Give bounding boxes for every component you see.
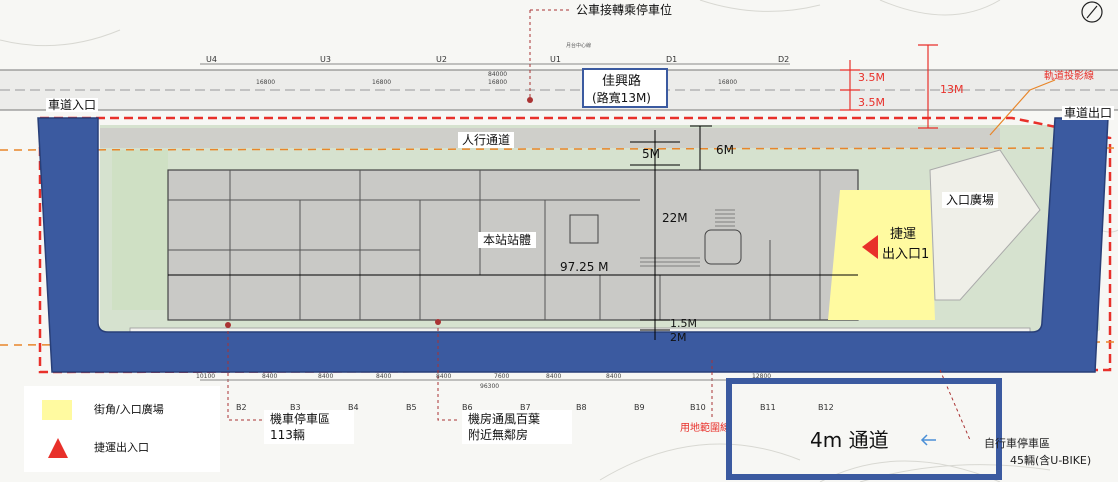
track-projection-line-top [0, 147, 1118, 151]
station-body-label: 本站站體 [478, 232, 537, 248]
land-boundary-line [38, 116, 1112, 374]
dim-number-top: 84000 [488, 71, 508, 78]
walkway-label: 人行通道 [458, 132, 515, 148]
mrt-exit-label-2: 出入口1 [882, 247, 930, 262]
dim-number-bottom: 8400 [436, 373, 452, 380]
driveway-ramp [37, 117, 1109, 373]
dim-number-bottom: 8400 [546, 373, 562, 380]
grid-label-b4: B4 [348, 403, 359, 412]
track-projection-leader [989, 79, 1056, 136]
escalator-core [704, 229, 742, 265]
passage-label: 4m 通道 [810, 428, 889, 452]
dim-walkway-5m: 5M [642, 147, 660, 161]
ventilation-note: 附近無鄰房 [468, 428, 529, 442]
vent-callout-dot [435, 319, 441, 325]
scooter-parking-count: 113輛 [270, 428, 305, 442]
legend: 街角/入口廣場 捷運出入口 [24, 386, 220, 472]
grid-label-u2: U2 [436, 55, 447, 64]
stair-hatch [640, 209, 735, 267]
entrance-plaza-label: 入口廣場 [942, 192, 999, 208]
dim-station-depth-22m: 22M [662, 211, 688, 225]
grid-label-d1: D1 [666, 55, 678, 64]
dim-number-bottom: 8400 [606, 373, 622, 380]
passage-highlight-box: 4m 通道 [726, 378, 1002, 480]
ventilation-label: 機房通風百葉 [468, 412, 541, 426]
legend-mrt-entrance-label: 捷運出入口 [94, 441, 149, 454]
grid-label-b8: B8 [576, 403, 587, 412]
shaft-box [569, 214, 599, 244]
road-name-box: 佳興路 (路寬13M) [582, 68, 668, 108]
grid-label-b11: B11 [760, 403, 776, 412]
grid-label-b10: B10 [690, 403, 706, 412]
grid-label-b3: B3 [290, 403, 301, 412]
grid-label-u3: U3 [320, 55, 331, 64]
driveway-entrance-label: 車道入口 [46, 98, 99, 112]
dim-station-length: 97.25 M [560, 260, 609, 274]
dim-number-top: 16800 [488, 79, 508, 86]
land-boundary-label: 用地範圍線 [680, 423, 730, 434]
dim-number-bottom: 7600 [494, 373, 510, 380]
dim-number-top: 16800 [372, 79, 392, 86]
grid-label-b5: B5 [406, 403, 417, 412]
driveway-exit-label: 車道出口 [1062, 106, 1115, 120]
grid-label-b7: B7 [520, 403, 531, 412]
road-dimension-lines [840, 44, 938, 129]
mrt-exit-marker [862, 235, 878, 259]
dim-road-total: 13M [940, 83, 964, 96]
dim-number-bottom: 8400 [376, 373, 392, 380]
road-width: (路寬13M) [592, 91, 651, 105]
scooter-parking-callout: 機車停車區 113輛 [264, 410, 354, 444]
dim-number-bottom: 12800 [752, 373, 772, 380]
grid-label-b2: B2 [236, 403, 247, 412]
entrance-plaza-area [828, 190, 935, 320]
bus-callout-dot [527, 97, 533, 103]
scooter-parking-label: 機車停車區 [270, 412, 331, 426]
dim-setback-6m: 6M [716, 143, 734, 157]
dim-road-lane-bottom: 3.5M [858, 96, 885, 109]
dim-1-5m: 1.5M [670, 317, 697, 330]
bus-transfer-label: 公車接轉乘停車位 [576, 3, 673, 17]
mrt-exit-label-1: 捷運 [890, 227, 917, 242]
legend-plaza-swatch [42, 400, 72, 420]
grid-label-d2: D2 [778, 55, 790, 64]
dim-number-bottom-total: 96300 [480, 383, 500, 390]
legend-mrt-entrance-icon [48, 438, 68, 458]
platform-center-label: 月台中心線 [566, 43, 592, 49]
green-patch-left [112, 150, 168, 310]
dim-number-bottom: 8400 [318, 373, 334, 380]
ventilation-callout: 機房通風百葉 附近無鄰房 [462, 410, 572, 444]
road-name: 佳興路 [602, 74, 642, 89]
dim-number-bottom: 10100 [196, 373, 216, 380]
grid-label-u1: U1 [550, 55, 561, 64]
north-arrow-icon [1081, 1, 1103, 23]
passage-arrow-head [920, 434, 928, 446]
legend-plaza-label: 街角/入口廣場 [94, 403, 164, 416]
bike-parking-label: 自行車停車區 [984, 437, 1050, 450]
grid-label-b6: B6 [462, 403, 473, 412]
plaza-ramp-hatch [929, 149, 1041, 301]
dim-number-bottom: 8400 [262, 373, 278, 380]
dimension-lines [168, 125, 858, 340]
bike-parking-count: 45輛(含U-BIKE) [1010, 454, 1092, 467]
scooter-callout-dot [225, 322, 231, 328]
grid-label-b12: B12 [818, 403, 834, 412]
grid-label-b9: B9 [634, 403, 645, 412]
dim-number-top: 16800 [718, 79, 738, 86]
track-projection-label: 軌道投影線 [1044, 71, 1094, 82]
dim-road-lane-top: 3.5M [858, 71, 885, 84]
north-arrow-needle [1086, 5, 1098, 19]
dim-2m: 2M [670, 331, 687, 344]
grid-label-u4: U4 [206, 55, 217, 64]
dim-number-top: 16800 [256, 79, 276, 86]
walkway-band [100, 128, 1000, 148]
